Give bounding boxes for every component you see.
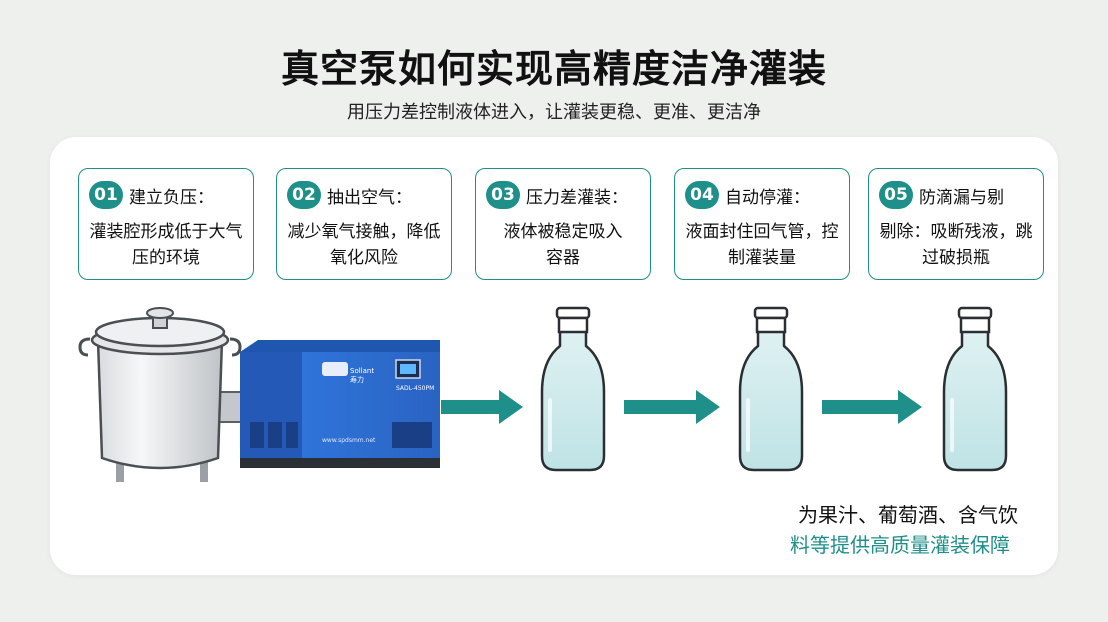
arrow-right-icon (624, 390, 720, 424)
step-description: 剔除：吸断残液，跳过破损瓶 (879, 222, 1033, 268)
vacuum-pump-icon (240, 340, 440, 468)
pump-brand-label: Sollant (350, 367, 374, 375)
step-description: 液体被稳定吸入容器 (503, 222, 623, 268)
step-title: 抽出空气： (327, 187, 412, 208)
step-title: 自动停灌： (725, 187, 810, 208)
step-number: 01 (89, 181, 123, 209)
step-title: 防滴漏与剔 (919, 187, 1004, 208)
pump-website-label: www.spdsmm.net (322, 437, 376, 444)
step-number: 05 (879, 181, 913, 209)
caption-line-2: 料等提供高质量灌装保障 (790, 533, 1010, 557)
step-description: 灌装腔形成低于大气压的环境 (89, 222, 243, 268)
step-title: 建立负压： (129, 187, 214, 208)
bottle-icon (540, 306, 606, 472)
step-description: 减少氧气接触，降低氧化风险 (287, 222, 441, 268)
bottle-icon (738, 306, 804, 472)
pump-model-label: SADL-450PM (396, 385, 434, 392)
step-card-4: 04 自动停灌： 液面封住回气管，控制灌装量 (674, 168, 850, 280)
caption: 为果汁、葡萄酒、含气饮 料等提供高质量灌装保障 (700, 500, 1060, 560)
step-number: 02 (287, 181, 321, 209)
step-number: 03 (486, 181, 520, 209)
step-card-5: 05 防滴漏与剔 剔除：吸断残液，跳过破损瓶 (868, 168, 1044, 280)
step-card-2: 02 抽出空气： 减少氧气接触，降低氧化风险 (276, 168, 452, 280)
step-card-1: 01 建立负压： 灌装腔形成低于大气压的环境 (78, 168, 254, 280)
step-title: 压力差灌装： (526, 187, 628, 208)
arrow-right-icon (441, 390, 523, 424)
bottle-icon (942, 306, 1008, 472)
step-description: 液面封住回气管，控制灌装量 (685, 222, 839, 268)
vacuum-tank-icon (78, 307, 245, 482)
arrow-right-icon (822, 390, 922, 424)
page-subtitle: 用压力差控制液体进入，让灌装更稳、更准、更洁净 (347, 102, 761, 123)
pump-brand-cn-label: 寿力 (350, 375, 364, 384)
caption-line-1: 为果汁、葡萄酒、含气饮 (798, 503, 1018, 527)
page-title: 真空泵如何实现高精度洁净灌装 (280, 47, 827, 91)
step-card-3: 03 压力差灌装： 液体被稳定吸入容器 (475, 168, 651, 280)
step-number: 04 (685, 181, 719, 209)
